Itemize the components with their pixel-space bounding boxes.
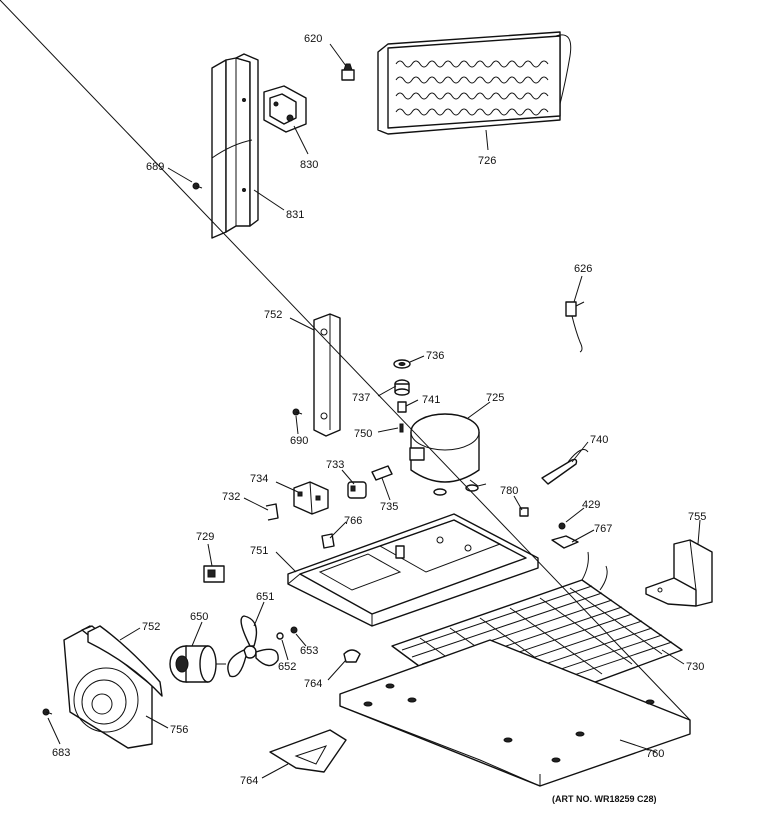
label-683: 683 bbox=[52, 747, 70, 759]
label-752-lower: 752 bbox=[142, 621, 160, 633]
label-740: 740 bbox=[590, 434, 608, 446]
part-752-strip-lower bbox=[87, 625, 163, 697]
part-736-clip bbox=[393, 359, 411, 369]
part-760-pan bbox=[0, 0, 691, 787]
part-651-fan-blade bbox=[227, 615, 279, 678]
label-733: 733 bbox=[326, 459, 344, 471]
label-650: 650 bbox=[190, 611, 208, 623]
label-752-upper: 752 bbox=[264, 309, 282, 321]
label-652: 652 bbox=[278, 661, 296, 673]
part-750-pin bbox=[399, 423, 404, 433]
label-730: 730 bbox=[686, 661, 704, 673]
part-650-motor bbox=[169, 645, 226, 683]
part-780 bbox=[519, 507, 529, 517]
part-725-compressor bbox=[409, 413, 487, 496]
part-737-cap bbox=[394, 379, 410, 396]
part-831-channel bbox=[211, 53, 259, 239]
label-760: 760 bbox=[646, 748, 664, 760]
label-750: 750 bbox=[354, 428, 372, 440]
part-729-switch bbox=[203, 565, 225, 583]
part-429-screw bbox=[558, 522, 566, 530]
label-736: 736 bbox=[426, 350, 444, 362]
part-751-tray bbox=[287, 513, 539, 627]
part-689-screw bbox=[192, 182, 203, 190]
label-729: 729 bbox=[196, 531, 214, 543]
part-740-tube bbox=[541, 449, 589, 485]
label-766: 766 bbox=[344, 515, 362, 527]
part-732-clip bbox=[265, 503, 279, 521]
label-429: 429 bbox=[582, 499, 600, 511]
label-620: 620 bbox=[304, 33, 322, 45]
part-755-bracket bbox=[645, 539, 713, 607]
part-626-harness bbox=[565, 301, 585, 353]
label-732: 732 bbox=[222, 491, 240, 503]
label-690: 690 bbox=[290, 435, 308, 447]
part-620 bbox=[341, 63, 355, 81]
leader-lines bbox=[47, 43, 701, 779]
label-737: 737 bbox=[352, 392, 370, 404]
label-689: 689 bbox=[146, 161, 164, 173]
label-653: 653 bbox=[300, 645, 318, 657]
part-752-bracket-upper bbox=[313, 313, 341, 437]
part-653 bbox=[290, 626, 298, 634]
label-741: 741 bbox=[422, 394, 440, 406]
label-751: 751 bbox=[250, 545, 268, 557]
part-683-screw bbox=[42, 708, 53, 716]
label-767: 767 bbox=[594, 523, 612, 535]
art-number: (ART NO. WR18259 C28) bbox=[552, 794, 657, 804]
part-764-clip-upper bbox=[343, 649, 361, 663]
part-690-screw bbox=[292, 408, 303, 416]
label-831: 831 bbox=[286, 209, 304, 221]
label-756: 756 bbox=[170, 724, 188, 736]
part-733-capacitor bbox=[347, 481, 367, 499]
label-734: 734 bbox=[250, 473, 268, 485]
part-830-bracket bbox=[263, 85, 307, 133]
callout-labels: 620 726 830 689 831 626 752 736 737 741 … bbox=[52, 33, 706, 804]
part-735-clip bbox=[371, 465, 393, 481]
part-767-bracket bbox=[551, 535, 579, 549]
part-652 bbox=[276, 632, 284, 640]
label-651: 651 bbox=[256, 591, 274, 603]
label-725: 725 bbox=[486, 392, 504, 404]
part-734-relay bbox=[293, 481, 329, 515]
part-726-evaporator bbox=[377, 31, 572, 135]
label-626: 626 bbox=[574, 263, 592, 275]
label-830: 830 bbox=[300, 159, 318, 171]
part-764-wedge-lower bbox=[269, 729, 347, 773]
label-764-lower: 764 bbox=[240, 775, 258, 787]
label-764-upper: 764 bbox=[304, 678, 322, 690]
label-726: 726 bbox=[478, 155, 496, 167]
part-741-overload bbox=[397, 401, 407, 413]
label-735: 735 bbox=[380, 501, 398, 513]
label-755: 755 bbox=[688, 511, 706, 523]
label-780: 780 bbox=[500, 485, 518, 497]
